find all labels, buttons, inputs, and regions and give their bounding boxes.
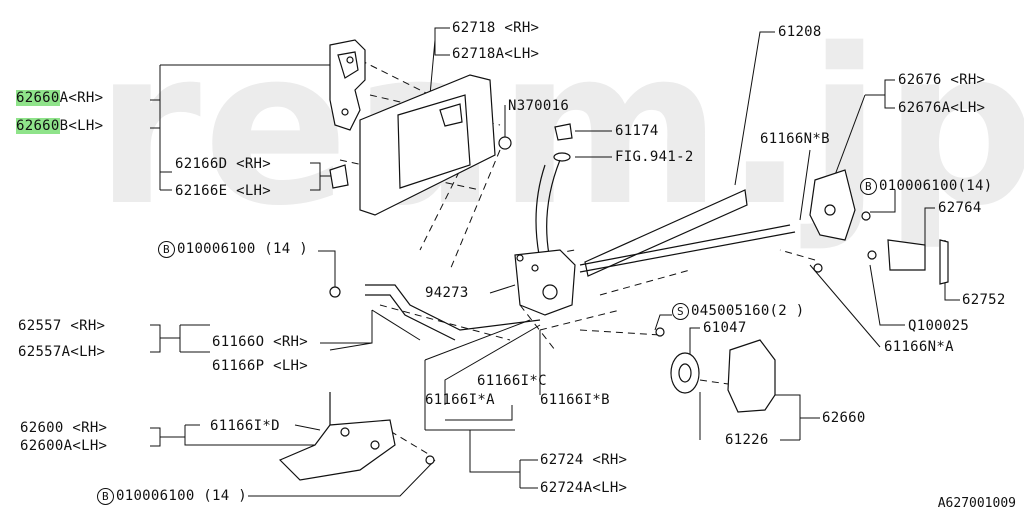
label-q100025[interactable]: Q100025 [908, 318, 970, 334]
label-62724[interactable]: 62724 <RH> [540, 452, 628, 468]
weatherstrip [584, 189, 748, 277]
label-62166d[interactable]: 62166D <RH> [175, 156, 272, 172]
label-61226[interactable]: 61226 [725, 432, 769, 448]
bottom-lock [278, 419, 396, 481]
bolt-s-icon: S [672, 303, 689, 320]
label-fig941[interactable]: FIG.941-2 [615, 149, 694, 165]
label-61166o[interactable]: 61166O <RH> [212, 334, 309, 350]
latch [514, 249, 576, 316]
bolt-b-icon: B [97, 488, 114, 505]
label-62660a[interactable]: 62660A<RH> [16, 90, 104, 106]
label-62166e[interactable]: 62166E <LH> [175, 183, 272, 199]
label-62676[interactable]: 62676 <RH> [898, 72, 986, 88]
label-61166i-b[interactable]: 61166I*B [540, 392, 610, 408]
label-61166i-d[interactable]: 61166I*D [210, 418, 280, 434]
label-62718a[interactable]: 62718A<LH> [452, 46, 540, 62]
label-94273[interactable]: 94273 [425, 285, 469, 301]
inner-handle [727, 339, 776, 413]
label-61208[interactable]: 61208 [778, 24, 822, 40]
label-62557a[interactable]: 62557A<LH> [18, 344, 106, 360]
label-62724a[interactable]: 62724A<LH> [540, 480, 628, 496]
leader-62660ab [150, 99, 161, 129]
label-62764[interactable]: 62764 [938, 200, 982, 216]
label-62600[interactable]: 62600 <RH> [20, 420, 108, 436]
label-62660b[interactable]: 62660B<LH> [16, 118, 104, 134]
label-61166i-a[interactable]: 61166I*A [425, 392, 495, 408]
label-62752[interactable]: 62752 [962, 292, 1006, 308]
label-62718[interactable]: 62718 <RH> [452, 20, 540, 36]
label-61166n-a[interactable]: 61166N*A [884, 339, 954, 355]
label-61047[interactable]: 61047 [703, 320, 747, 336]
label-61166p[interactable]: 61166P <LH> [212, 358, 309, 374]
leader-62718 [434, 27, 450, 56]
label-62660[interactable]: 62660 [822, 410, 866, 426]
label-61174[interactable]: 61174 [615, 123, 659, 139]
bolt-b-icon: B [158, 241, 175, 258]
label-61166n-b[interactable]: 61166N*B [760, 131, 830, 147]
bolt-b-icon: B [860, 178, 877, 195]
label-62600a[interactable]: 62600A<LH> [20, 438, 108, 454]
label-n370016[interactable]: N370016 [508, 98, 570, 114]
label-62676a[interactable]: 62676A<LH> [898, 100, 986, 116]
nut [498, 136, 512, 150]
label-62557[interactable]: 62557 <RH> [18, 318, 106, 334]
label-61166i-c[interactable]: 61166I*C [477, 373, 547, 389]
diagram-id: A627001009 [937, 496, 1016, 511]
